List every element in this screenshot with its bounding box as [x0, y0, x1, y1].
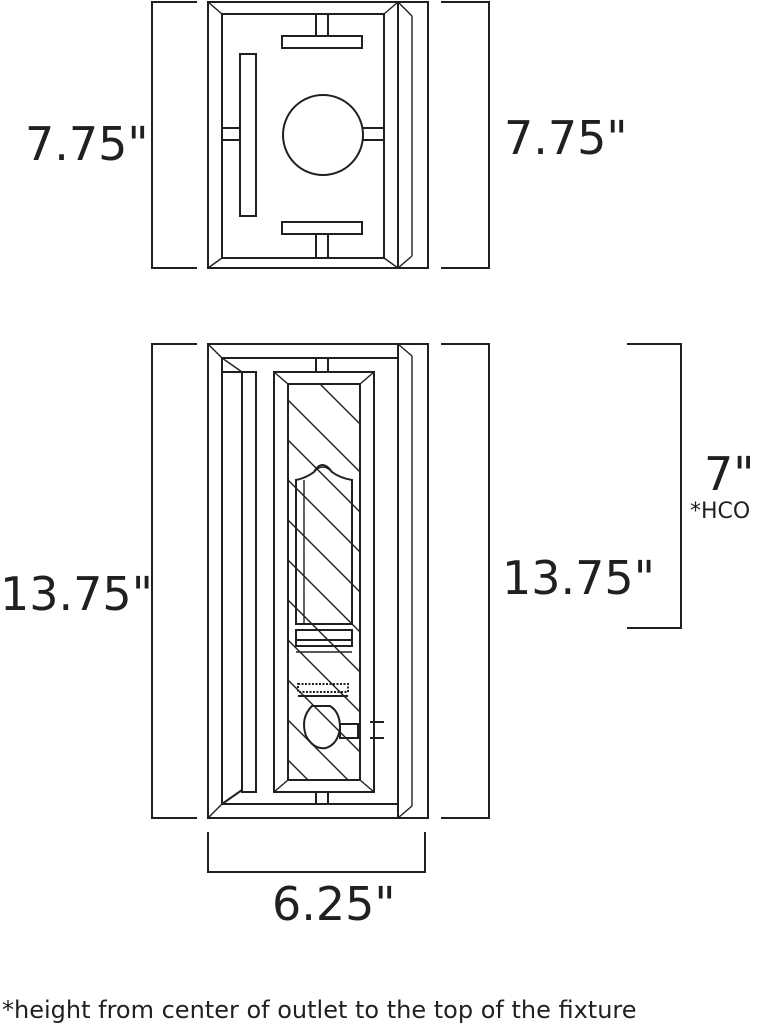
mounting-bracket: [339, 723, 359, 739]
top-view: 7.75" 7.75": [25, 1, 628, 269]
front-view: 13.75" 13.75" 7" *HCO 6.25": [0, 343, 754, 931]
front-view-left-panel: [221, 371, 243, 805]
hco-note-label: *HCO: [690, 499, 750, 524]
hco-dimension-bracket: [627, 343, 682, 629]
glass-outer-frame: [273, 371, 375, 793]
top-left-dimension-bracket: [151, 1, 197, 269]
hco-dimension-label: 7": [704, 447, 754, 501]
top-view-inner-frame: [221, 13, 385, 259]
top-view-lower-bar: [281, 221, 363, 235]
width-dimension-bracket: [207, 832, 426, 873]
hco-footnote: *height from center of outlet to the top…: [2, 996, 637, 1024]
candle-tip: [313, 466, 333, 473]
top-left-dimension-label: 7.75": [25, 117, 149, 171]
bulb-base: [303, 705, 342, 750]
front-right-dimension-bracket: [441, 343, 490, 819]
top-view-left-bar: [239, 53, 257, 217]
socket-collar: [295, 629, 353, 647]
front-view-left-rail: [241, 371, 257, 793]
glass-hatching: [287, 383, 361, 781]
width-dimension-label: 6.25": [272, 877, 396, 931]
top-view-side-panel: [397, 1, 429, 269]
socket-ring: [297, 683, 349, 693]
front-right-dimension-label: 13.75": [502, 551, 655, 605]
candle-sleeve: [295, 464, 353, 625]
front-left-dimension-label: 13.75": [0, 567, 153, 621]
front-left-dimension-bracket: [151, 343, 197, 819]
front-view-side-panel: [397, 343, 429, 819]
glass-inner-frame: [287, 383, 361, 781]
top-right-dimension-bracket: [441, 1, 490, 269]
top-view-outer-frame: [207, 1, 399, 269]
top-view-canopy-circle: [282, 94, 364, 176]
top-view-upper-bar: [281, 35, 363, 49]
top-right-dimension-label: 7.75": [504, 111, 628, 165]
